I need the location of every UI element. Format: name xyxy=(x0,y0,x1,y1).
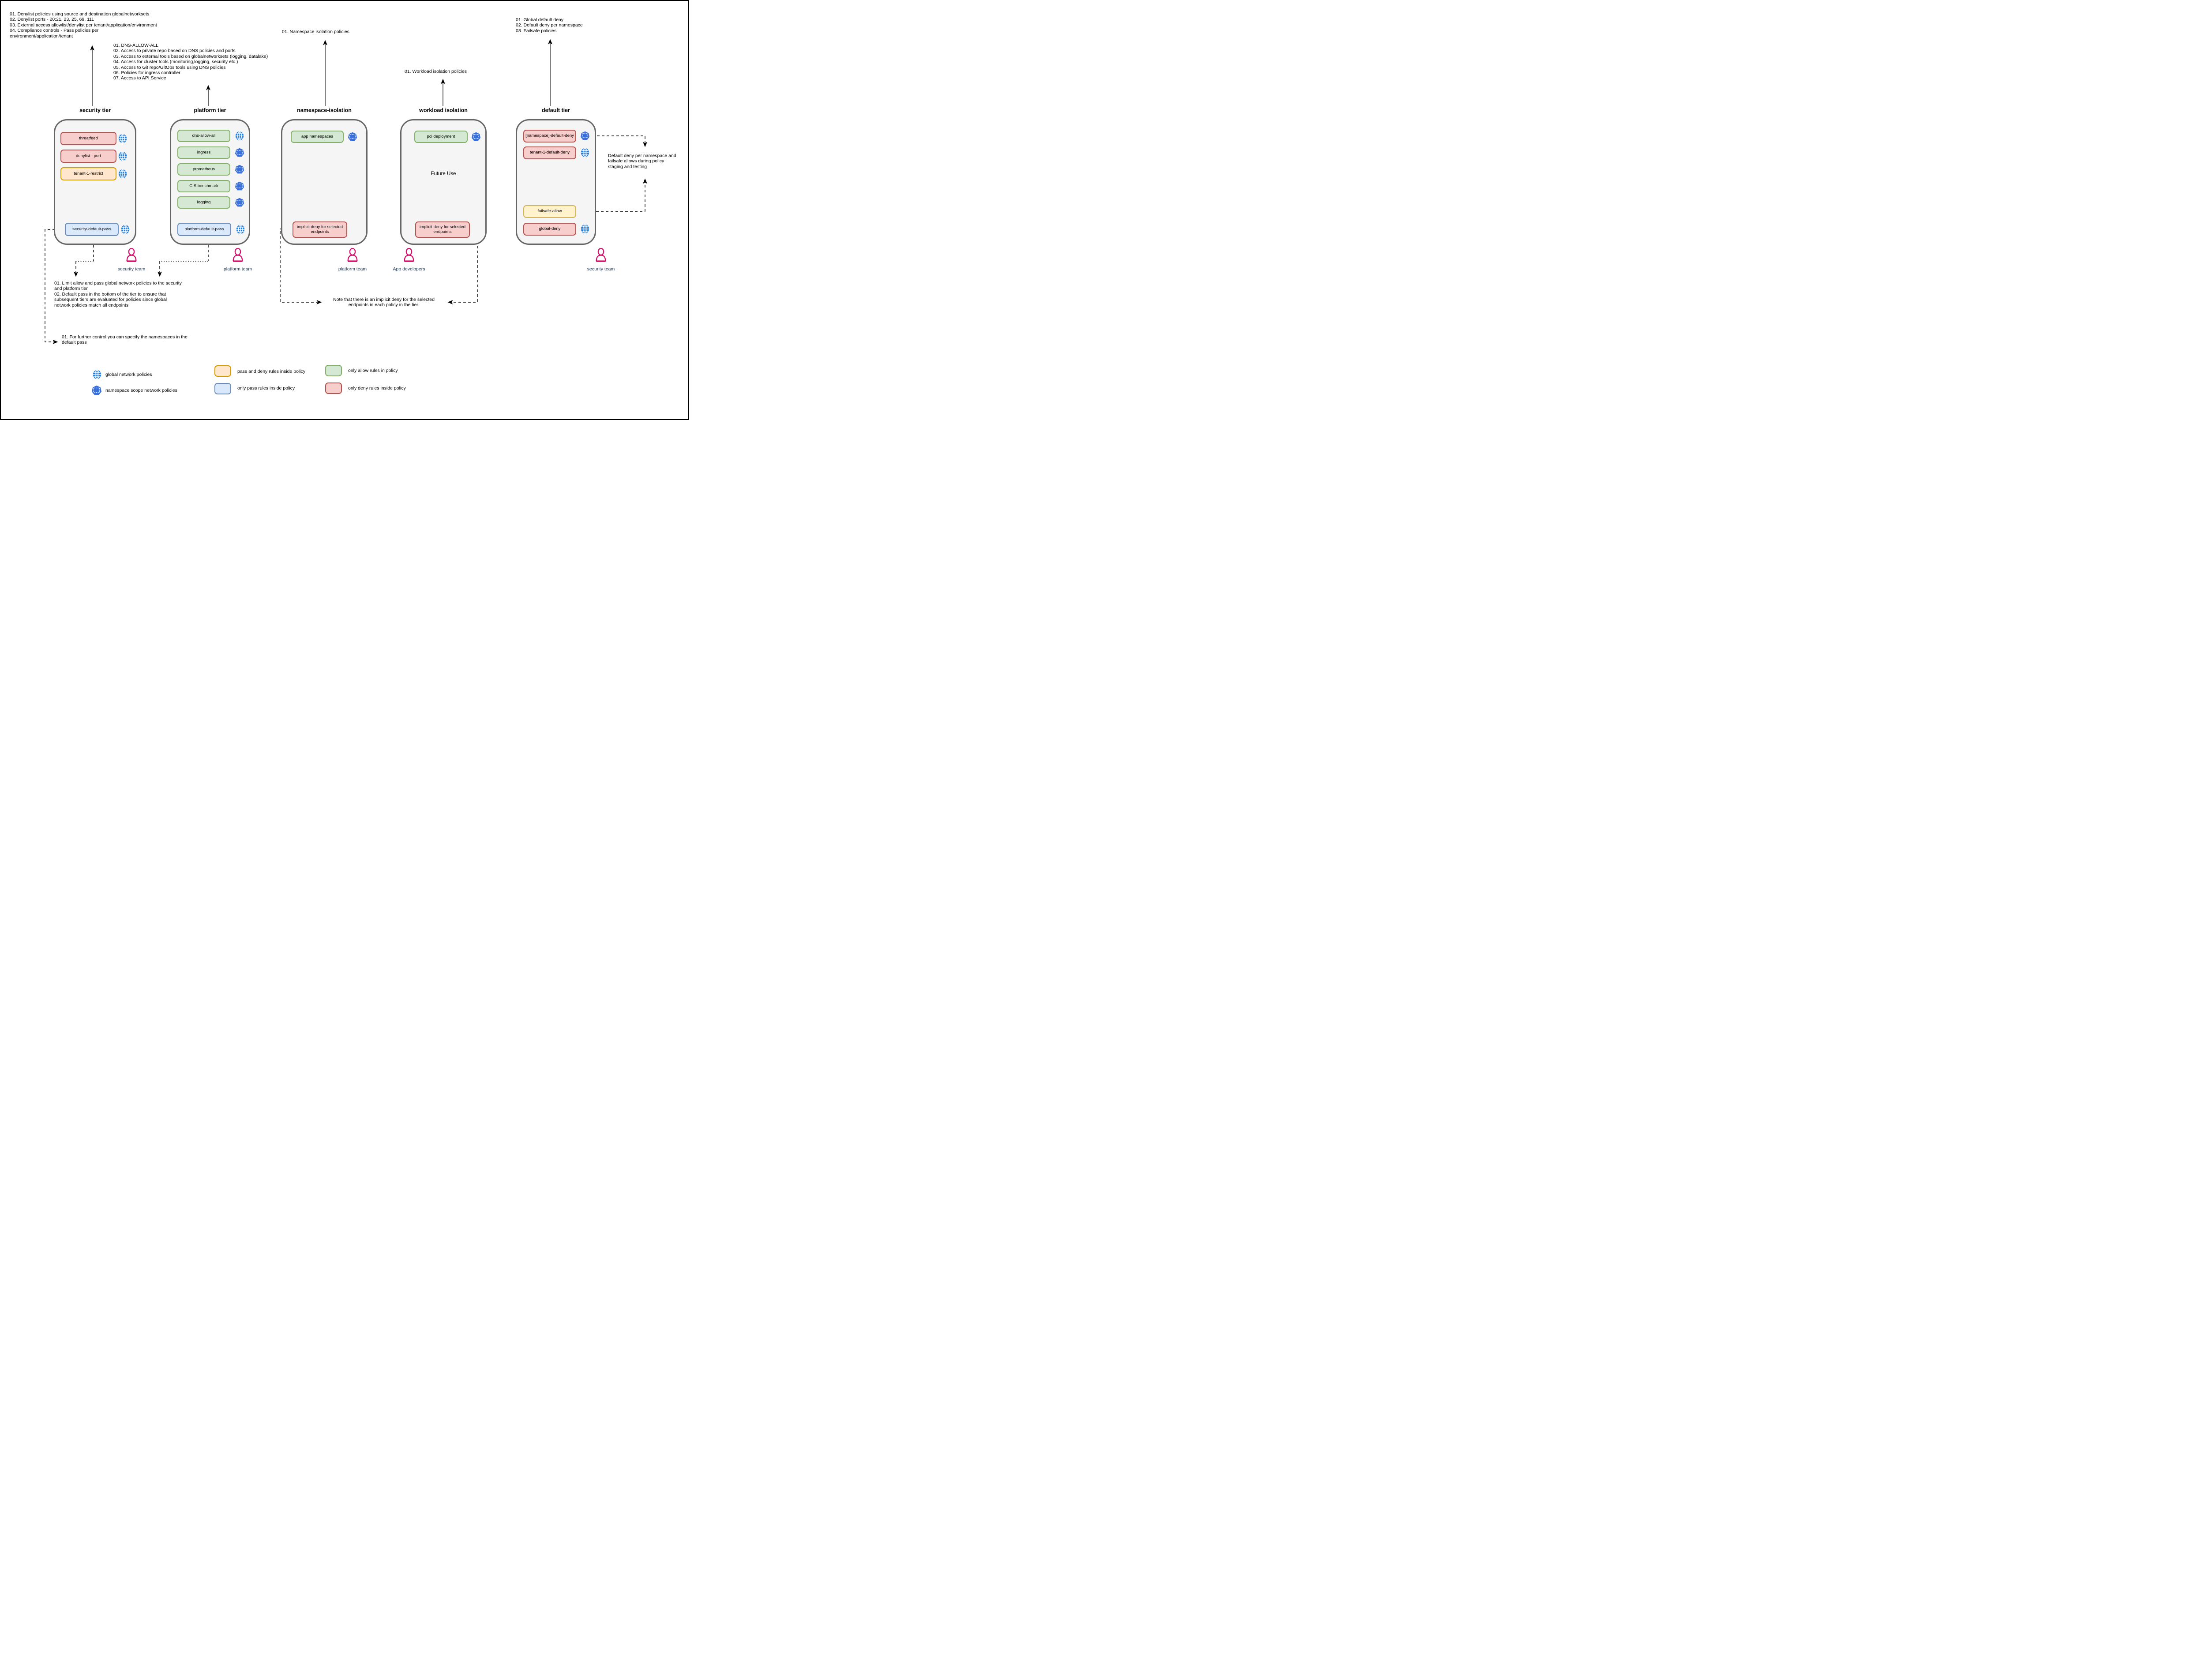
policy-namespace-default-deny: [namespace]-default-deny xyxy=(523,130,576,142)
globe-icon xyxy=(120,225,130,234)
actor-app-developers: App developers xyxy=(391,248,427,272)
actor-label: security team xyxy=(587,266,615,272)
person-icon xyxy=(402,257,416,265)
legend-namespace-policies: namespace scope network policies xyxy=(105,388,177,393)
legend-pass-rules: only pass rules inside policy xyxy=(237,386,295,391)
namespace-icon xyxy=(471,132,481,142)
platform-tier-notes: 01. DNS-ALLOW-ALL 02. Access to private … xyxy=(113,43,268,81)
policy-ns-implicit-deny: implicit deny for selected endpoints xyxy=(293,221,347,238)
tier-guidance-note: 01. Limit allow and pass global network … xyxy=(54,281,182,308)
legend-deny-rules: only deny rules inside policy xyxy=(348,386,406,391)
policy-failsafe-allow: failsafe-allow xyxy=(523,205,576,218)
legend-swatch-deny xyxy=(325,382,342,394)
policy-dns-allow-all: dns-allow-all xyxy=(177,130,230,142)
legend-swatch-allow xyxy=(325,365,342,376)
namespace-icon xyxy=(235,148,244,158)
workload-isolation-tier-title: workload isolation xyxy=(419,107,468,113)
globe-icon xyxy=(580,224,590,234)
namespace-isolation-tier-title: namespace-isolation xyxy=(297,107,352,113)
policy-tenant-1-restrict: tenant-1-restrict xyxy=(60,167,116,180)
namespace-icon xyxy=(91,385,101,395)
policy-global-deny: global-deny xyxy=(523,223,576,236)
legend-swatch-pass xyxy=(214,383,231,394)
globe-icon xyxy=(118,134,128,143)
implicit-deny-note: Note that there is an implicit deny for … xyxy=(333,297,435,308)
globe-icon xyxy=(236,225,245,234)
policy-pci-deployment: pci deployment xyxy=(414,131,468,143)
policy-threatfeed: threatfeed xyxy=(60,132,116,145)
namespace-icon xyxy=(235,165,244,174)
actor-security-team: security team xyxy=(114,248,149,272)
namespace-icon xyxy=(348,132,357,142)
policy-cis-benchmark: CIS benchmark xyxy=(177,180,230,192)
person-icon xyxy=(125,257,138,265)
namespace-icon xyxy=(580,131,590,141)
person-icon xyxy=(231,257,244,265)
policy-tenant-1-default-deny: tenant-1-default-deny xyxy=(523,146,576,159)
policy-wl-implicit-deny: implicit deny for selected endpoints xyxy=(415,221,470,238)
globe-icon xyxy=(235,131,244,141)
platform-tier-title: platform tier xyxy=(194,107,226,113)
workload-isolation-note: 01. Workload isolation policies xyxy=(405,69,467,74)
policy-app-namespaces: app namespaces xyxy=(291,131,344,143)
policy-denylist-port: denylist - port xyxy=(60,150,116,163)
default-tier-notes: 01. Global default deny 02. Default deny… xyxy=(516,17,583,34)
person-icon xyxy=(594,257,608,265)
legend-pass-deny-rules: pass and deny rules inside policy xyxy=(237,369,306,374)
globe-icon xyxy=(92,370,102,379)
security-tier-title: security tier xyxy=(79,107,111,113)
namespace-isolation-note: 01. Namespace isolation policies xyxy=(282,29,349,34)
globe-icon xyxy=(118,169,128,179)
policy-platform-default-pass: platform-default-pass xyxy=(177,223,231,236)
actor-label: platform team xyxy=(223,266,252,272)
actor-label: platform team xyxy=(338,266,367,272)
default-tier-title: default tier xyxy=(542,107,570,113)
legend-swatch-pass-deny xyxy=(214,365,231,377)
actor-security-team-2: security team xyxy=(583,248,619,272)
dashed-default-deny-to-staging-note xyxy=(592,135,647,147)
actor-label: App developers xyxy=(393,266,425,272)
policy-prometheus: prometheus xyxy=(177,163,230,176)
policy-logging: logging xyxy=(177,196,230,209)
tiered-network-policy-diagram: 01. Denylist policies using source and d… xyxy=(0,0,689,420)
actor-platform-team-2: platform team xyxy=(335,248,370,272)
policy-ingress: ingress xyxy=(177,146,230,159)
policy-staging-note: Default deny per namespace and failsafe … xyxy=(608,153,676,169)
namespace-pass-note: 01. For further control you can specify … xyxy=(62,334,188,345)
security-tier-notes: 01. Denylist policies using source and d… xyxy=(10,11,157,39)
legend-global-policies: global network policies xyxy=(105,372,152,377)
policy-security-default-pass: security-default-pass xyxy=(65,223,119,236)
legend-allow-rules: only allow rules in policy xyxy=(348,368,398,373)
namespace-icon xyxy=(235,198,244,207)
globe-icon xyxy=(580,148,590,158)
future-use-label: Future Use xyxy=(431,171,456,176)
globe-icon xyxy=(118,151,128,161)
person-icon xyxy=(346,257,359,265)
namespace-icon xyxy=(235,181,244,191)
actor-platform-team: platform team xyxy=(220,248,255,272)
actor-label: security team xyxy=(117,266,146,272)
